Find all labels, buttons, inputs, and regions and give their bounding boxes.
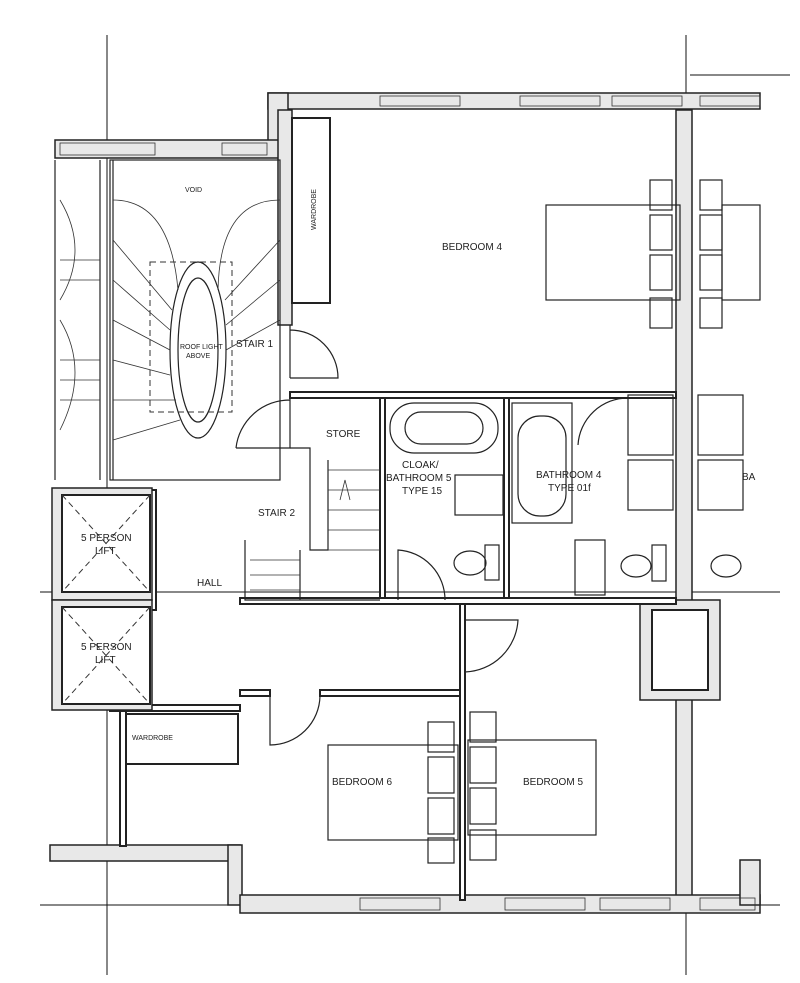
roof-light-label-2: ABOVE (186, 353, 210, 360)
lift-2-label-2: LIFT (95, 655, 116, 666)
void-label: VOID (185, 187, 202, 194)
internal-walls (109, 391, 677, 901)
bedroom-5-label: BEDROOM 5 (523, 777, 583, 788)
wardrobe-lower (125, 713, 239, 765)
stair-1-label: STAIR 1 (236, 339, 273, 350)
lift-2 (51, 599, 153, 711)
lift-1-label-1: 5 PERSON (81, 533, 132, 544)
door-hall[interactable] (464, 619, 519, 673)
bathroom-4-label-1: BATHROOM 4 (536, 470, 602, 481)
store-label: STORE (326, 429, 361, 440)
bedroom-6-label: BEDROOM 6 (332, 777, 392, 788)
stair-2-label: STAIR 2 (258, 508, 295, 519)
lift-1-label-2: LIFT (95, 546, 116, 557)
lift-1 (51, 487, 153, 601)
bath-fixtures-4 (511, 394, 744, 596)
bed-bedroom-4 (545, 179, 761, 329)
door-bedroom-4[interactable] (289, 325, 339, 379)
bed-bedroom-6 (327, 721, 459, 864)
partial-room-label: BA (742, 472, 756, 483)
door-bedroom-6[interactable] (269, 695, 321, 746)
stair-1 (54, 159, 281, 481)
cloak-label-3: TYPE 15 (402, 486, 442, 497)
wardrobe-upper (291, 117, 331, 304)
wardrobe-lower-label: WARDROBE (132, 735, 173, 742)
wardrobe-upper-label: WARDROBE (311, 189, 318, 230)
cloak-label-1: CLOAK/ (402, 460, 439, 471)
windows (59, 95, 761, 911)
roof-light-label: ROOF LIGHT (180, 344, 224, 351)
bed-bedroom-5 (467, 711, 597, 861)
door-store[interactable] (235, 398, 291, 449)
door-cloak[interactable] (397, 549, 446, 601)
door-bathroom-4[interactable] (577, 397, 629, 446)
stair-2 (244, 447, 380, 601)
bedroom-4-label: BEDROOM 4 (442, 242, 502, 253)
hall-label: HALL (197, 578, 222, 589)
lift-2-label-1: 5 PERSON (81, 642, 132, 653)
external-walls (49, 92, 761, 914)
bath-fixtures-5 (389, 402, 504, 581)
bathroom-4-label-2: TYPE 01f (548, 483, 591, 494)
cloak-label-2: BATHROOM 5 (386, 473, 452, 484)
